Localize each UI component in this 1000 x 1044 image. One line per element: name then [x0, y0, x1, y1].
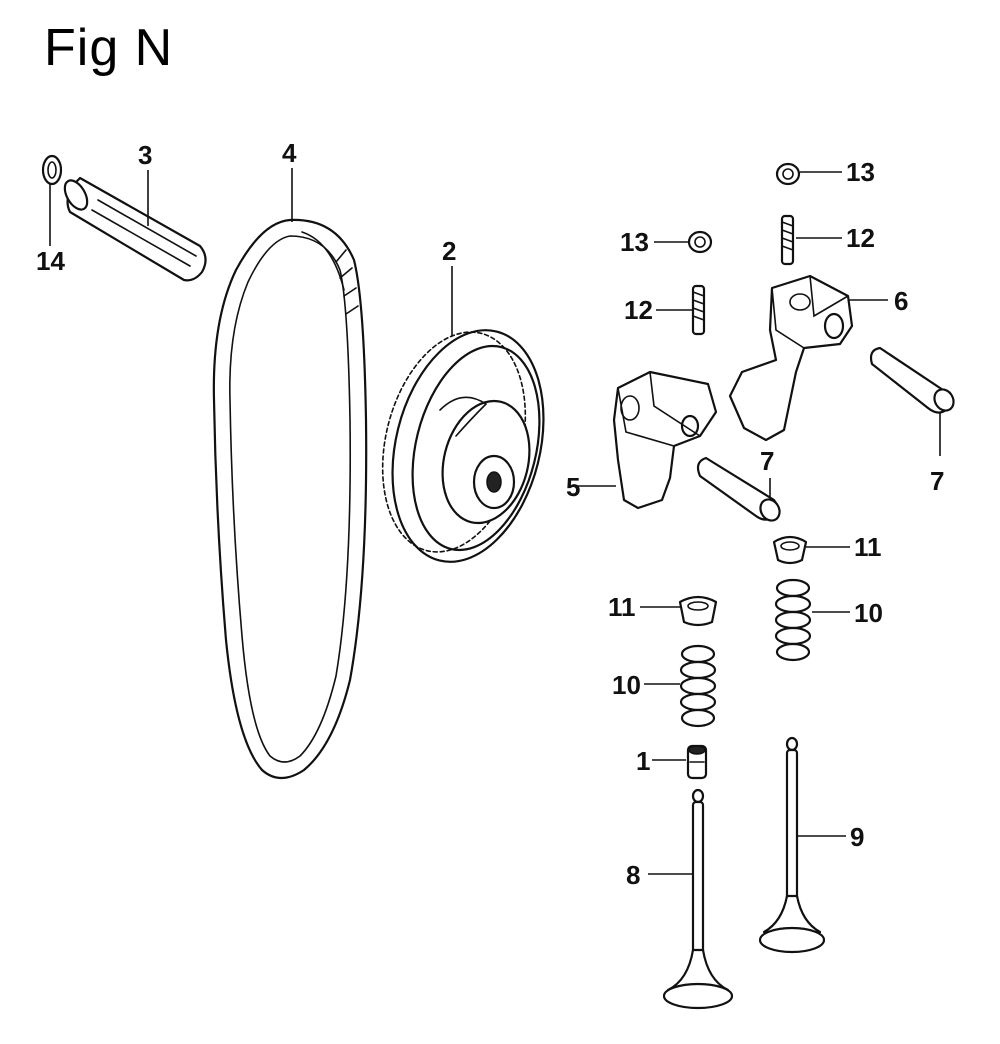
callout-12a: 12	[624, 295, 653, 325]
part-1-stem-seal	[686, 744, 708, 780]
callout-10a: 10	[612, 670, 641, 700]
callout-8: 8	[626, 860, 640, 890]
callout-13b: 13	[846, 157, 875, 187]
part-5-rocker-arm	[612, 370, 718, 510]
part-2-cam-pulley	[381, 329, 545, 563]
callout-6: 6	[894, 286, 908, 316]
part-11a-retainer	[678, 595, 718, 627]
callout-3: 3	[138, 140, 152, 170]
part-10b-valve-spring	[774, 578, 812, 662]
callout-13a: 13	[620, 227, 649, 257]
part-9-valve	[758, 736, 826, 954]
part-4-timing-belt	[212, 218, 368, 780]
callout-11b: 11	[854, 532, 882, 562]
callout-11a: 11	[608, 592, 636, 622]
part-3-camshaft	[63, 176, 207, 282]
callout-14: 14	[36, 246, 65, 276]
callout-12b: 12	[846, 223, 875, 253]
part-14-seal	[41, 154, 63, 186]
part-8-valve	[662, 788, 734, 1010]
callout-1: 1	[636, 746, 650, 776]
part-6-rocker-arm	[728, 274, 854, 442]
part-12a-screw	[691, 284, 706, 336]
part-10a-valve-spring	[679, 644, 717, 728]
callout-7a: 7	[760, 446, 774, 476]
part-13b-nut	[775, 162, 801, 186]
callout-4: 4	[282, 138, 297, 168]
callout-5: 5	[566, 472, 580, 502]
part-7a-rocker-shaft	[696, 456, 781, 522]
part-7b-rocker-shaft	[869, 346, 955, 414]
part-12b-screw	[780, 214, 795, 266]
callout-9: 9	[850, 822, 864, 852]
figure-title: Fig N	[44, 19, 174, 77]
part-11b-retainer	[772, 535, 808, 565]
callout-2: 2	[442, 236, 456, 266]
part-13a-nut	[687, 230, 713, 254]
callout-10b: 10	[854, 598, 883, 628]
callout-7b: 7	[930, 466, 944, 496]
